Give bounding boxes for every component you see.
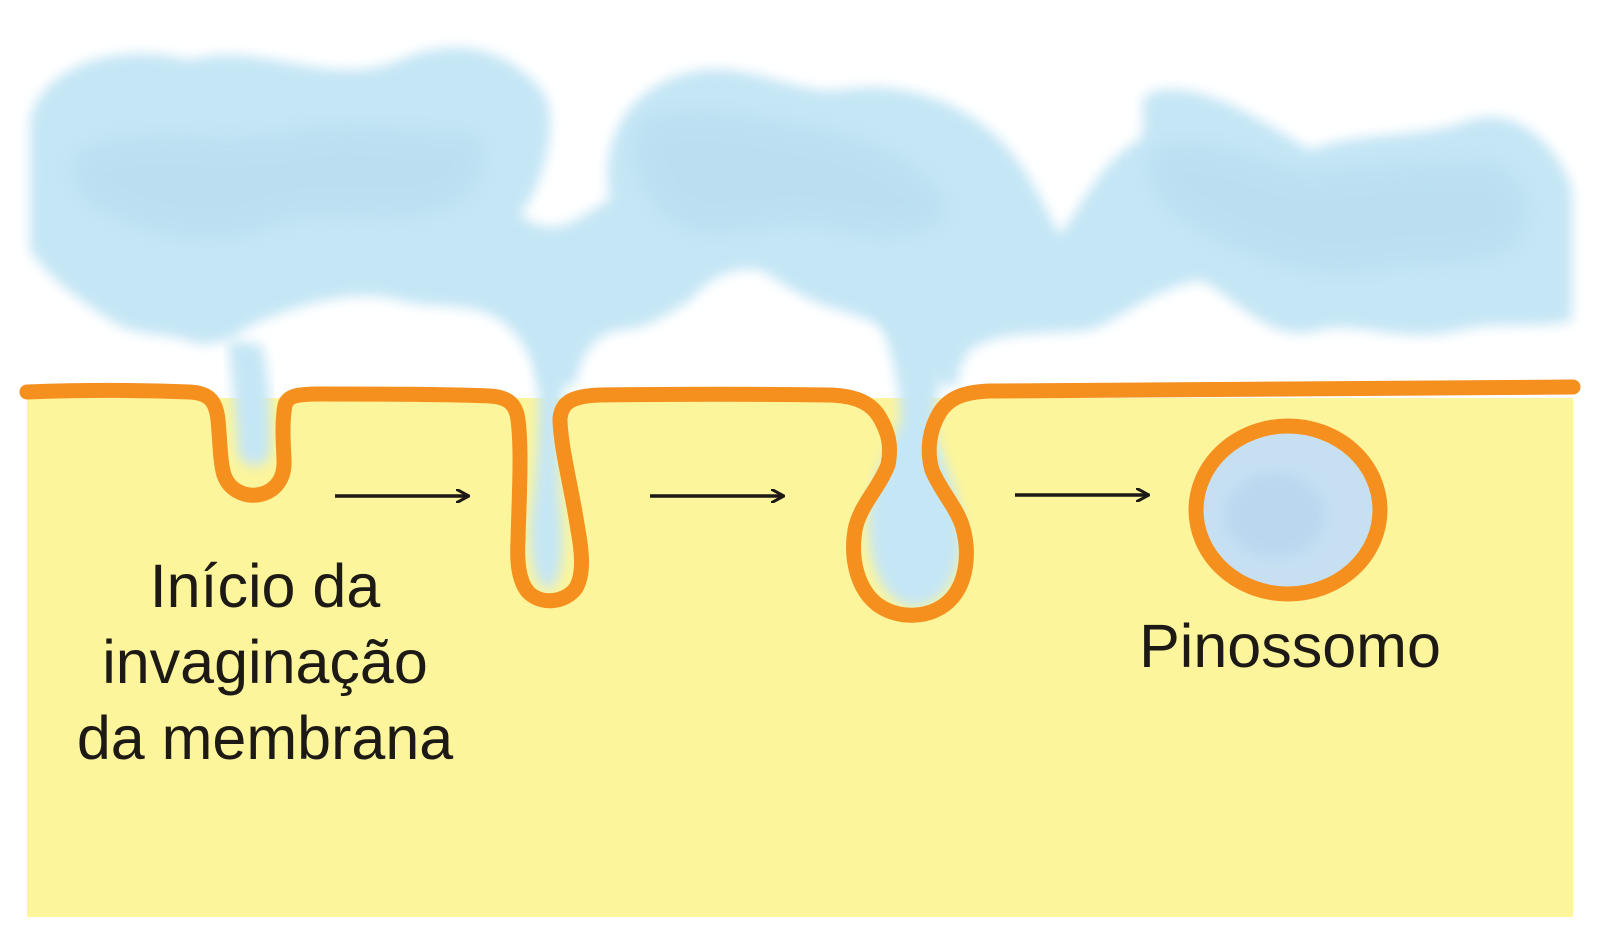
pinosome-vesicle <box>1188 418 1388 602</box>
plasma-membrane <box>19 379 1581 623</box>
pinosome-label: Pinossomo <box>1139 612 1441 680</box>
invagination-label-line: Início da <box>149 552 381 620</box>
invagination-label: Início da invaginação da membrana <box>20 548 510 776</box>
extracellular-fluid <box>30 47 1572 607</box>
invagination-label-line: invaginação <box>102 628 428 696</box>
invagination-label-line: da membrana <box>76 704 454 772</box>
